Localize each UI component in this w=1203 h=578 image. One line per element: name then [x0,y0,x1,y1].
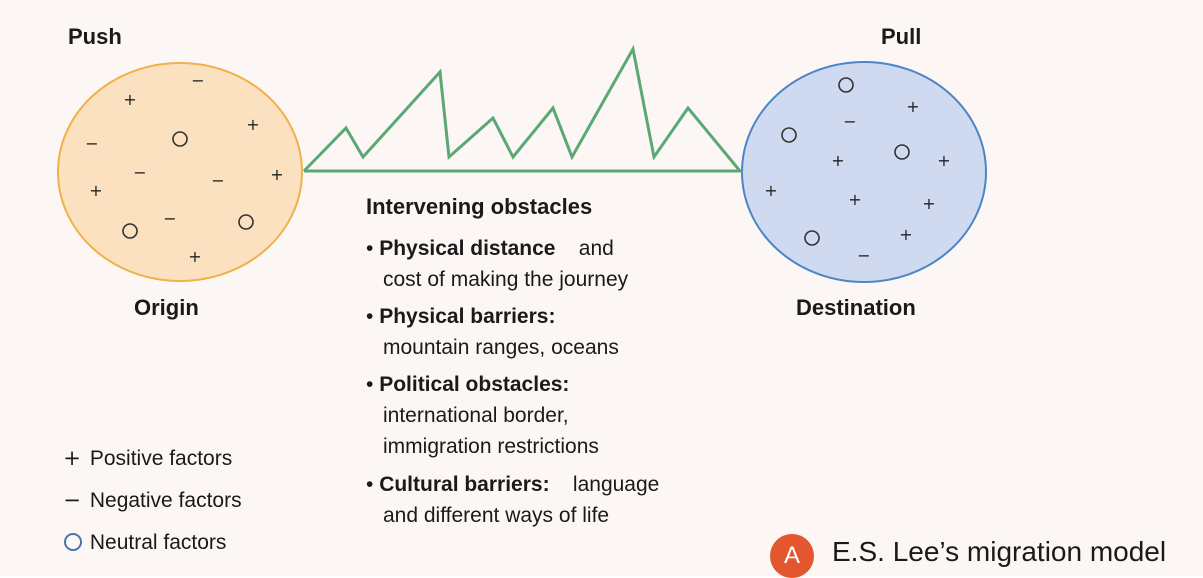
negative-factor-mark: − [163,209,176,228]
positive-factor-mark: + [899,225,912,244]
positive-factor-mark: + [123,90,136,109]
neutral-factor-mark [172,131,188,147]
positive-factor-mark: + [270,165,283,184]
origin-factor-symbols: +−+−−−++−+ [85,71,283,266]
model-badge: A [770,534,814,578]
legend-negative: − Negative factors [60,488,242,513]
positive-factor-mark: + [937,151,950,170]
legend-label: Positive factors [89,447,233,470]
obstacle-text: international border, [383,404,569,427]
positive-factor-mark: + [922,194,935,213]
neutral-factor-mark [804,230,820,246]
legend-neutral: Neutral factors [60,530,226,555]
origin-circle [57,62,303,282]
circle-icon [60,530,84,554]
obstacle-text: and [578,237,614,260]
legend-label: Negative factors [89,489,242,512]
obstacle-item-physical: • Physical barriers: mountain ranges, oc… [366,301,619,363]
negative-factor-mark: − [843,112,856,131]
obstacle-text: mountain ranges, oceans [383,336,619,359]
obstacle-item-political: • Political obstacles: international bor… [366,369,599,462]
obstacle-text: immigration restrictions [383,435,599,458]
neutral-factor-mark [838,77,854,93]
obstacle-item-cultural: • Cultural barriers: language and differ… [366,469,659,531]
negative-factor-mark: − [211,171,224,190]
pull-label: Pull [881,24,922,49]
obstacle-head: Physical distance [379,237,556,260]
negative-factor-mark: − [191,71,204,90]
legend-positive: + Positive factors [60,446,232,471]
neutral-factor-mark [894,144,910,160]
positive-factor-mark: + [89,181,102,200]
destination-factor-symbols: + − + + + + + + − [764,77,951,265]
obstacle-text: cost of making the journey [383,268,629,291]
positive-factor-mark: + [906,97,919,116]
obstacle-head: Political obstacles: [379,373,570,396]
obstacle-mountain-line [302,44,744,173]
origin-label: Origin [134,295,199,320]
model-title: E.S. Lee’s migration model [832,536,1167,567]
positive-factor-mark: + [764,181,777,200]
obstacle-item-distance: • Physical distance and cost of making t… [366,233,628,295]
obstacle-head: Physical barriers: [379,305,556,328]
obstacles-heading: Intervening obstacles [366,194,593,219]
negative-factor-mark: − [857,246,870,265]
minus-icon: − [63,488,81,512]
positive-factor-mark: + [831,151,844,170]
positive-factor-mark: + [848,190,861,209]
obstacle-text: language [572,473,660,496]
plus-icon: + [63,446,81,470]
destination-label: Destination [796,295,916,320]
neutral-factor-mark [781,127,797,143]
positive-factor-mark: + [246,115,259,134]
neutral-factor-mark [122,223,138,239]
obstacle-head: Cultural barriers: [379,473,550,496]
negative-factor-mark: − [133,163,146,182]
obstacle-text: and different ways of life [383,504,610,527]
positive-factor-mark: + [188,247,201,266]
negative-factor-mark: − [85,134,98,153]
neutral-factor-mark [238,214,254,230]
legend-label: Neutral factors [89,531,227,554]
push-label: Push [68,24,122,49]
